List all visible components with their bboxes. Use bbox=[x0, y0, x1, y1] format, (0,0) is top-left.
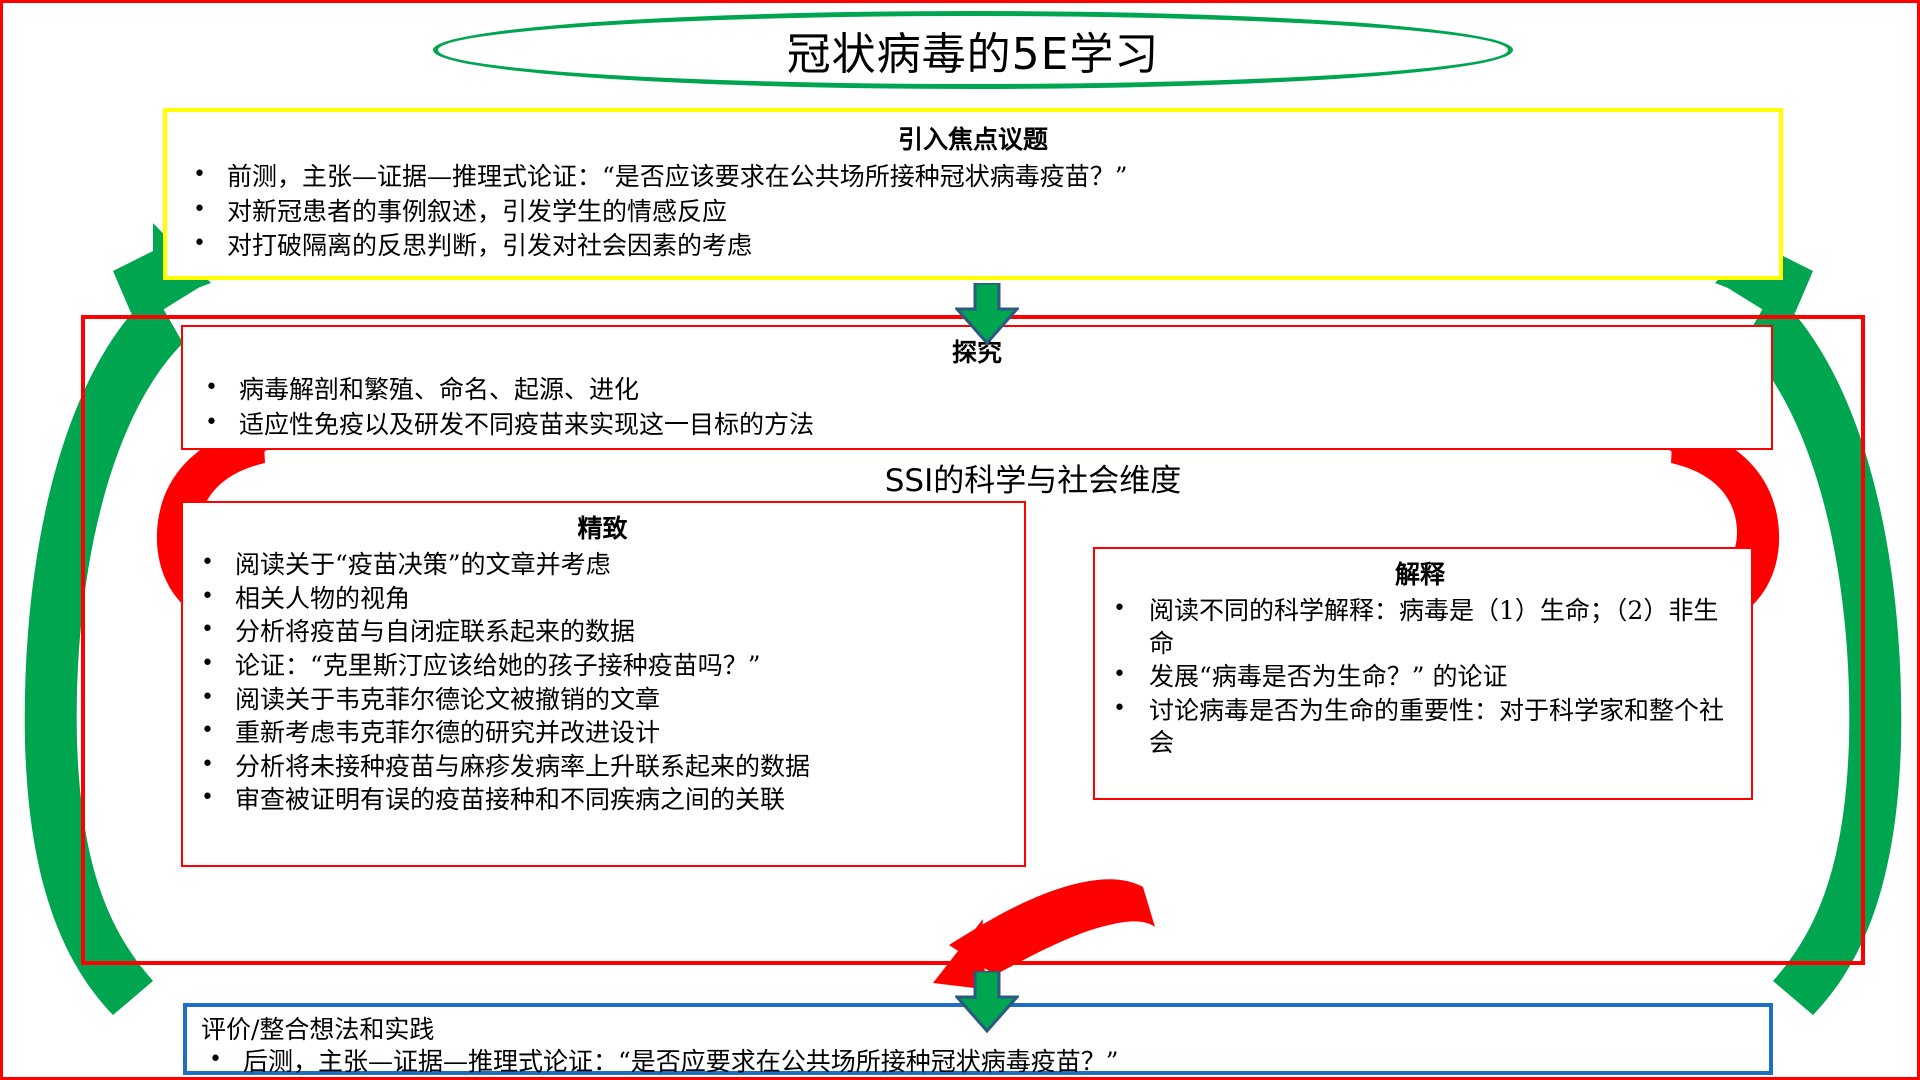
list-item: 发展“病毒是否为生命？” 的论证 bbox=[1101, 661, 1739, 694]
title-ellipse bbox=[433, 11, 1513, 89]
list-item: 适应性免疫以及研发不同疫苗来实现这一目标的方法 bbox=[193, 408, 1761, 442]
list-item: 后测，主张—证据—推理式论证：“是否应要求在公共场所接种冠状病毒疫苗？” bbox=[197, 1046, 1759, 1077]
list-item: 阅读关于韦克菲尔德论文被撤销的文章 bbox=[189, 684, 1016, 717]
inner-bottom-cycle-arrow-red bbox=[933, 879, 1155, 991]
list-item: 阅读关于“疫苗决策”的文章并考虑 bbox=[189, 549, 1016, 582]
elaborate-box: 精致 阅读关于“疫苗决策”的文章并考虑 相关人物的视角 分析将疫苗与自闭症联系起… bbox=[181, 501, 1026, 867]
engage-bullet-list: 前测，主张—证据—推理式论证：“是否应该要求在公共场所接种冠状病毒疫苗？” 对新… bbox=[181, 160, 1765, 263]
explain-bullet-list: 阅读不同的科学解释：病毒是（1）生命；（2）非生命 发展“病毒是否为生命？” 的… bbox=[1101, 595, 1739, 760]
explore-to-evaluate-arrow bbox=[955, 971, 1019, 1033]
elaborate-heading: 精致 bbox=[577, 514, 628, 543]
page-title: 冠状病毒的5E学习 bbox=[786, 29, 1160, 80]
explore-bullet-list: 病毒解剖和繁殖、命名、起源、进化 适应性免疫以及研发不同疫苗来实现这一目标的方法 bbox=[193, 373, 1761, 441]
list-item: 对打破隔离的反思判断，引发对社会因素的考虑 bbox=[181, 229, 1765, 263]
list-item: 论证：“克里斯汀应该给她的孩子接种疫苗吗？” bbox=[189, 650, 1016, 683]
list-item: 分析将疫苗与自闭症联系起来的数据 bbox=[189, 616, 1016, 649]
list-item: 重新考虑韦克菲尔德的研究并改进设计 bbox=[189, 717, 1016, 750]
ssi-dimension-caption: SSI的科学与社会维度 bbox=[884, 463, 1182, 499]
list-item: 阅读不同的科学解释：病毒是（1）生命；（2）非生命 bbox=[1101, 595, 1739, 660]
list-item: 审查被证明有误的疫苗接种和不同疾病之间的关联 bbox=[189, 784, 1016, 817]
engage-heading: 引入焦点议题 bbox=[897, 125, 1048, 154]
explain-box: 解释 阅读不同的科学解释：病毒是（1）生命；（2）非生命 发展“病毒是否为生命？… bbox=[1093, 547, 1753, 800]
list-item: 讨论病毒是否为生命的重要性：对于科学家和整个社会 bbox=[1101, 695, 1739, 760]
engage-to-explore-arrow bbox=[955, 283, 1019, 345]
list-item: 病毒解剖和繁殖、命名、起源、进化 bbox=[193, 373, 1761, 407]
list-item: 对新冠患者的事例叙述，引发学生的情感反应 bbox=[181, 195, 1765, 229]
list-item: 相关人物的视角 bbox=[189, 583, 1016, 616]
elaborate-bullet-list: 阅读关于“疫苗决策”的文章并考虑 相关人物的视角 分析将疫苗与自闭症联系起来的数… bbox=[189, 549, 1016, 817]
explore-box: 探究 病毒解剖和繁殖、命名、起源、进化 适应性免疫以及研发不同疫苗来实现这一目标… bbox=[181, 325, 1773, 450]
explore-heading: 探究 bbox=[951, 338, 1002, 367]
explain-heading: 解释 bbox=[1394, 560, 1445, 589]
engage-box: 引入焦点议题 前测，主张—证据—推理式论证：“是否应该要求在公共场所接种冠状病毒… bbox=[163, 108, 1783, 280]
list-item: 前测，主张—证据—推理式论证：“是否应该要求在公共场所接种冠状病毒疫苗？” bbox=[181, 160, 1765, 194]
evaluate-bullet-list: 后测，主张—证据—推理式论证：“是否应要求在公共场所接种冠状病毒疫苗？” bbox=[197, 1046, 1759, 1077]
list-item: 分析将未接种疫苗与麻疹发病率上升联系起来的数据 bbox=[189, 751, 1016, 784]
evaluate-heading: 评价/整合想法和实践 bbox=[201, 1015, 435, 1044]
